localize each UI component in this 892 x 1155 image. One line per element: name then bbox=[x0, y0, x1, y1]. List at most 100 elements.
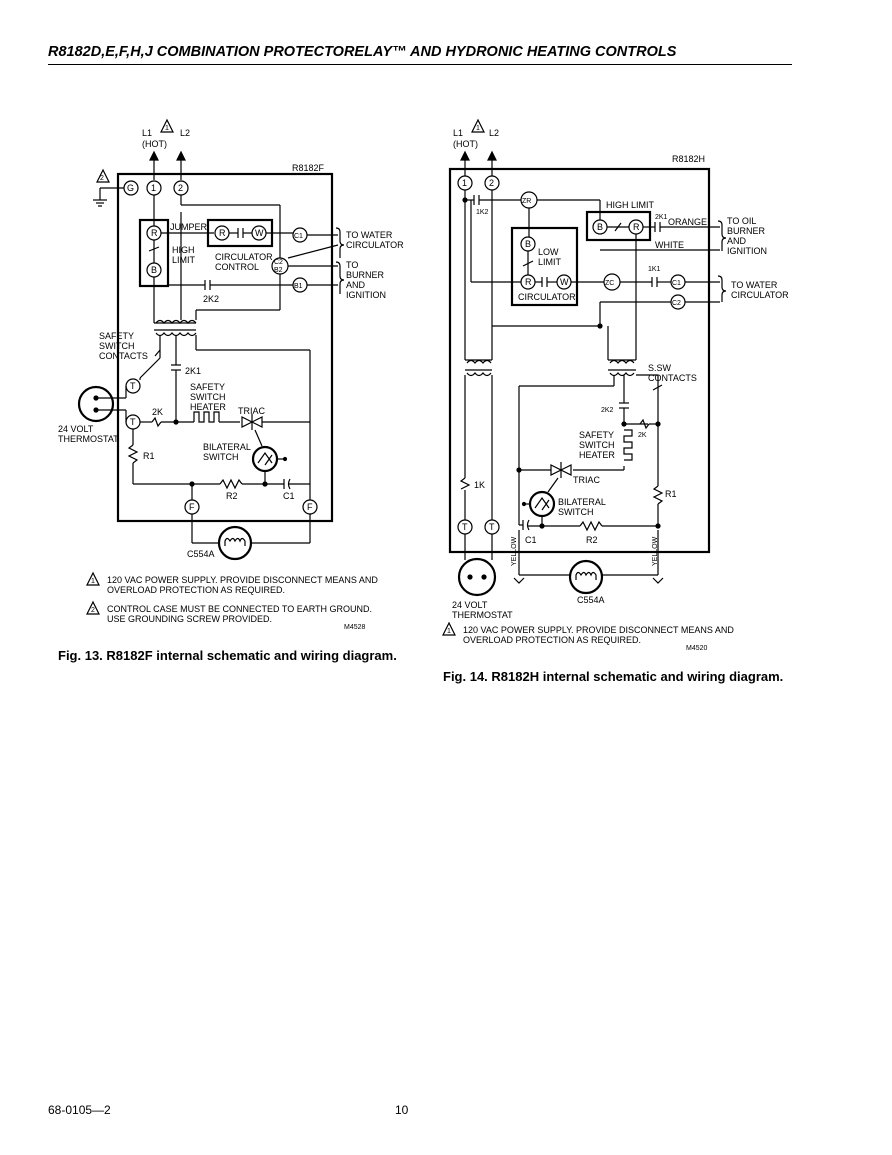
svg-text:ORANGE: ORANGE bbox=[668, 217, 707, 227]
svg-text:SAFETY: SAFETY bbox=[190, 382, 225, 392]
svg-text:C1: C1 bbox=[672, 280, 681, 287]
svg-text:CIRCULATOR: CIRCULATOR bbox=[215, 252, 273, 262]
svg-text:1: 1 bbox=[462, 178, 467, 188]
svg-text:ZR: ZR bbox=[522, 198, 531, 205]
svg-text:LIMIT: LIMIT bbox=[172, 255, 196, 265]
svg-text:THERMOSTAT: THERMOSTAT bbox=[58, 434, 119, 444]
svg-text:R: R bbox=[151, 228, 158, 238]
svg-text:T: T bbox=[130, 417, 136, 427]
svg-text:(HOT): (HOT) bbox=[453, 139, 478, 149]
fig14-thermostat bbox=[457, 557, 497, 597]
svg-text:CONTACTS: CONTACTS bbox=[99, 351, 148, 361]
svg-text:TRIAC: TRIAC bbox=[573, 475, 601, 485]
fig13-code: M4528 bbox=[344, 624, 366, 631]
svg-text:S.SW: S.SW bbox=[648, 363, 672, 373]
svg-text:T: T bbox=[462, 522, 468, 532]
svg-text:SWITCH: SWITCH bbox=[99, 341, 135, 351]
svg-text:W: W bbox=[255, 228, 264, 238]
fig13-note2-line1: CONTROL CASE MUST BE CONNECTED TO EARTH … bbox=[107, 604, 372, 614]
fig13-note1-triangle bbox=[160, 118, 174, 133]
fig14-c554a bbox=[568, 559, 604, 595]
svg-text:2K: 2K bbox=[152, 407, 163, 417]
svg-text:2: 2 bbox=[489, 178, 494, 188]
fig13-model: R8182F bbox=[292, 163, 325, 173]
svg-text:2K: 2K bbox=[638, 432, 647, 439]
svg-text:R1: R1 bbox=[665, 489, 677, 499]
fig13-case bbox=[116, 172, 334, 523]
svg-text:1: 1 bbox=[91, 578, 95, 585]
svg-text:CIRCULATOR: CIRCULATOR bbox=[518, 292, 576, 302]
svg-text:C1: C1 bbox=[294, 233, 303, 240]
fig14-note1-line2: OVERLOAD PROTECTION AS REQUIRED. bbox=[463, 635, 641, 645]
svg-text:R: R bbox=[525, 277, 532, 287]
svg-text:2: 2 bbox=[91, 607, 95, 614]
svg-text:2K2: 2K2 bbox=[203, 294, 219, 304]
svg-text:HIGH LIMIT: HIGH LIMIT bbox=[606, 200, 655, 210]
page-header: R8182D,E,F,H,J COMBINATION PROTECTORELAY… bbox=[48, 44, 677, 60]
svg-text:2K1: 2K1 bbox=[185, 366, 201, 376]
svg-text:TRIAC: TRIAC bbox=[238, 406, 266, 416]
fig14-note1-line1: 120 VAC POWER SUPPLY. PROVIDE DISCONNECT… bbox=[463, 625, 734, 635]
svg-text:L2: L2 bbox=[489, 128, 499, 138]
fig13-l2: L2 bbox=[180, 128, 190, 138]
svg-text:SWITCH: SWITCH bbox=[203, 452, 239, 462]
svg-text:F: F bbox=[307, 502, 313, 512]
svg-text:HEATER: HEATER bbox=[579, 450, 615, 460]
fig13-note1-line1: 120 VAC POWER SUPPLY. PROVIDE DISCONNECT… bbox=[107, 575, 378, 585]
svg-text:BURNER: BURNER bbox=[346, 270, 385, 280]
fig13-c554a bbox=[217, 525, 253, 561]
svg-text:SAFETY: SAFETY bbox=[99, 331, 134, 341]
fig13-jumper: JUMPER bbox=[170, 222, 208, 232]
svg-text:1K: 1K bbox=[474, 480, 485, 490]
fig14-caption: Fig. 14. R8182H internal schematic and w… bbox=[443, 669, 784, 684]
svg-text:B2: B2 bbox=[274, 267, 283, 274]
svg-text:IGNITION: IGNITION bbox=[346, 290, 386, 300]
svg-text:SWITCH: SWITCH bbox=[579, 440, 615, 450]
fig14-bilateral bbox=[528, 490, 556, 518]
svg-text:24 VOLT: 24 VOLT bbox=[58, 424, 94, 434]
svg-text:C1: C1 bbox=[283, 491, 295, 501]
svg-text:B: B bbox=[597, 222, 603, 232]
fig13-note1-line2: OVERLOAD PROTECTION AS REQUIRED. bbox=[107, 585, 285, 595]
fig13-note2-triangle bbox=[96, 168, 110, 183]
fig13-hot: (HOT) bbox=[142, 139, 167, 149]
fig13-tri-num: 1 bbox=[165, 125, 169, 132]
svg-text:T: T bbox=[489, 522, 495, 532]
svg-text:TO OIL: TO OIL bbox=[727, 216, 756, 226]
svg-text:C554A: C554A bbox=[187, 549, 215, 559]
svg-text:BILATERAL: BILATERAL bbox=[203, 442, 251, 452]
fig13-caption: Fig. 13. R8182F internal schematic and w… bbox=[58, 648, 397, 663]
svg-text:C2: C2 bbox=[274, 259, 283, 266]
svg-text:C1: C1 bbox=[525, 535, 537, 545]
svg-text:R2: R2 bbox=[586, 535, 598, 545]
svg-text:LIMIT: LIMIT bbox=[538, 257, 562, 267]
fig13-note2-line2: USE GROUNDING SCREW PROVIDED. bbox=[107, 614, 272, 624]
svg-text:WHITE: WHITE bbox=[655, 240, 684, 250]
fig13-term-1: 1 bbox=[151, 183, 156, 193]
svg-text:2K2: 2K2 bbox=[601, 407, 614, 414]
svg-text:SWITCH: SWITCH bbox=[190, 392, 226, 402]
header-rule bbox=[48, 64, 792, 65]
svg-text:C554A: C554A bbox=[577, 595, 605, 605]
svg-text:THERMOSTAT: THERMOSTAT bbox=[452, 610, 513, 620]
svg-text:F: F bbox=[189, 502, 195, 512]
svg-text:BURNER: BURNER bbox=[727, 226, 766, 236]
footer-page-number: 10 bbox=[395, 1103, 409, 1117]
svg-text:LOW: LOW bbox=[538, 247, 559, 257]
fig13-tri2-num: 2 bbox=[100, 175, 104, 182]
svg-text:YELLOW: YELLOW bbox=[511, 536, 518, 566]
svg-text:R1: R1 bbox=[143, 451, 155, 461]
svg-text:AND: AND bbox=[727, 236, 747, 246]
svg-text:HEATER: HEATER bbox=[190, 402, 226, 412]
footer-doc-number: 68-0105—2 bbox=[48, 1103, 111, 1117]
svg-text:TO: TO bbox=[346, 260, 358, 270]
svg-text:B: B bbox=[525, 239, 531, 249]
svg-text:ZC: ZC bbox=[605, 280, 614, 287]
svg-text:C2: C2 bbox=[672, 300, 681, 307]
svg-text:L1: L1 bbox=[453, 128, 463, 138]
fig14-code: M4520 bbox=[686, 645, 708, 652]
svg-text:T: T bbox=[130, 381, 136, 391]
svg-text:1K2: 1K2 bbox=[476, 209, 489, 216]
